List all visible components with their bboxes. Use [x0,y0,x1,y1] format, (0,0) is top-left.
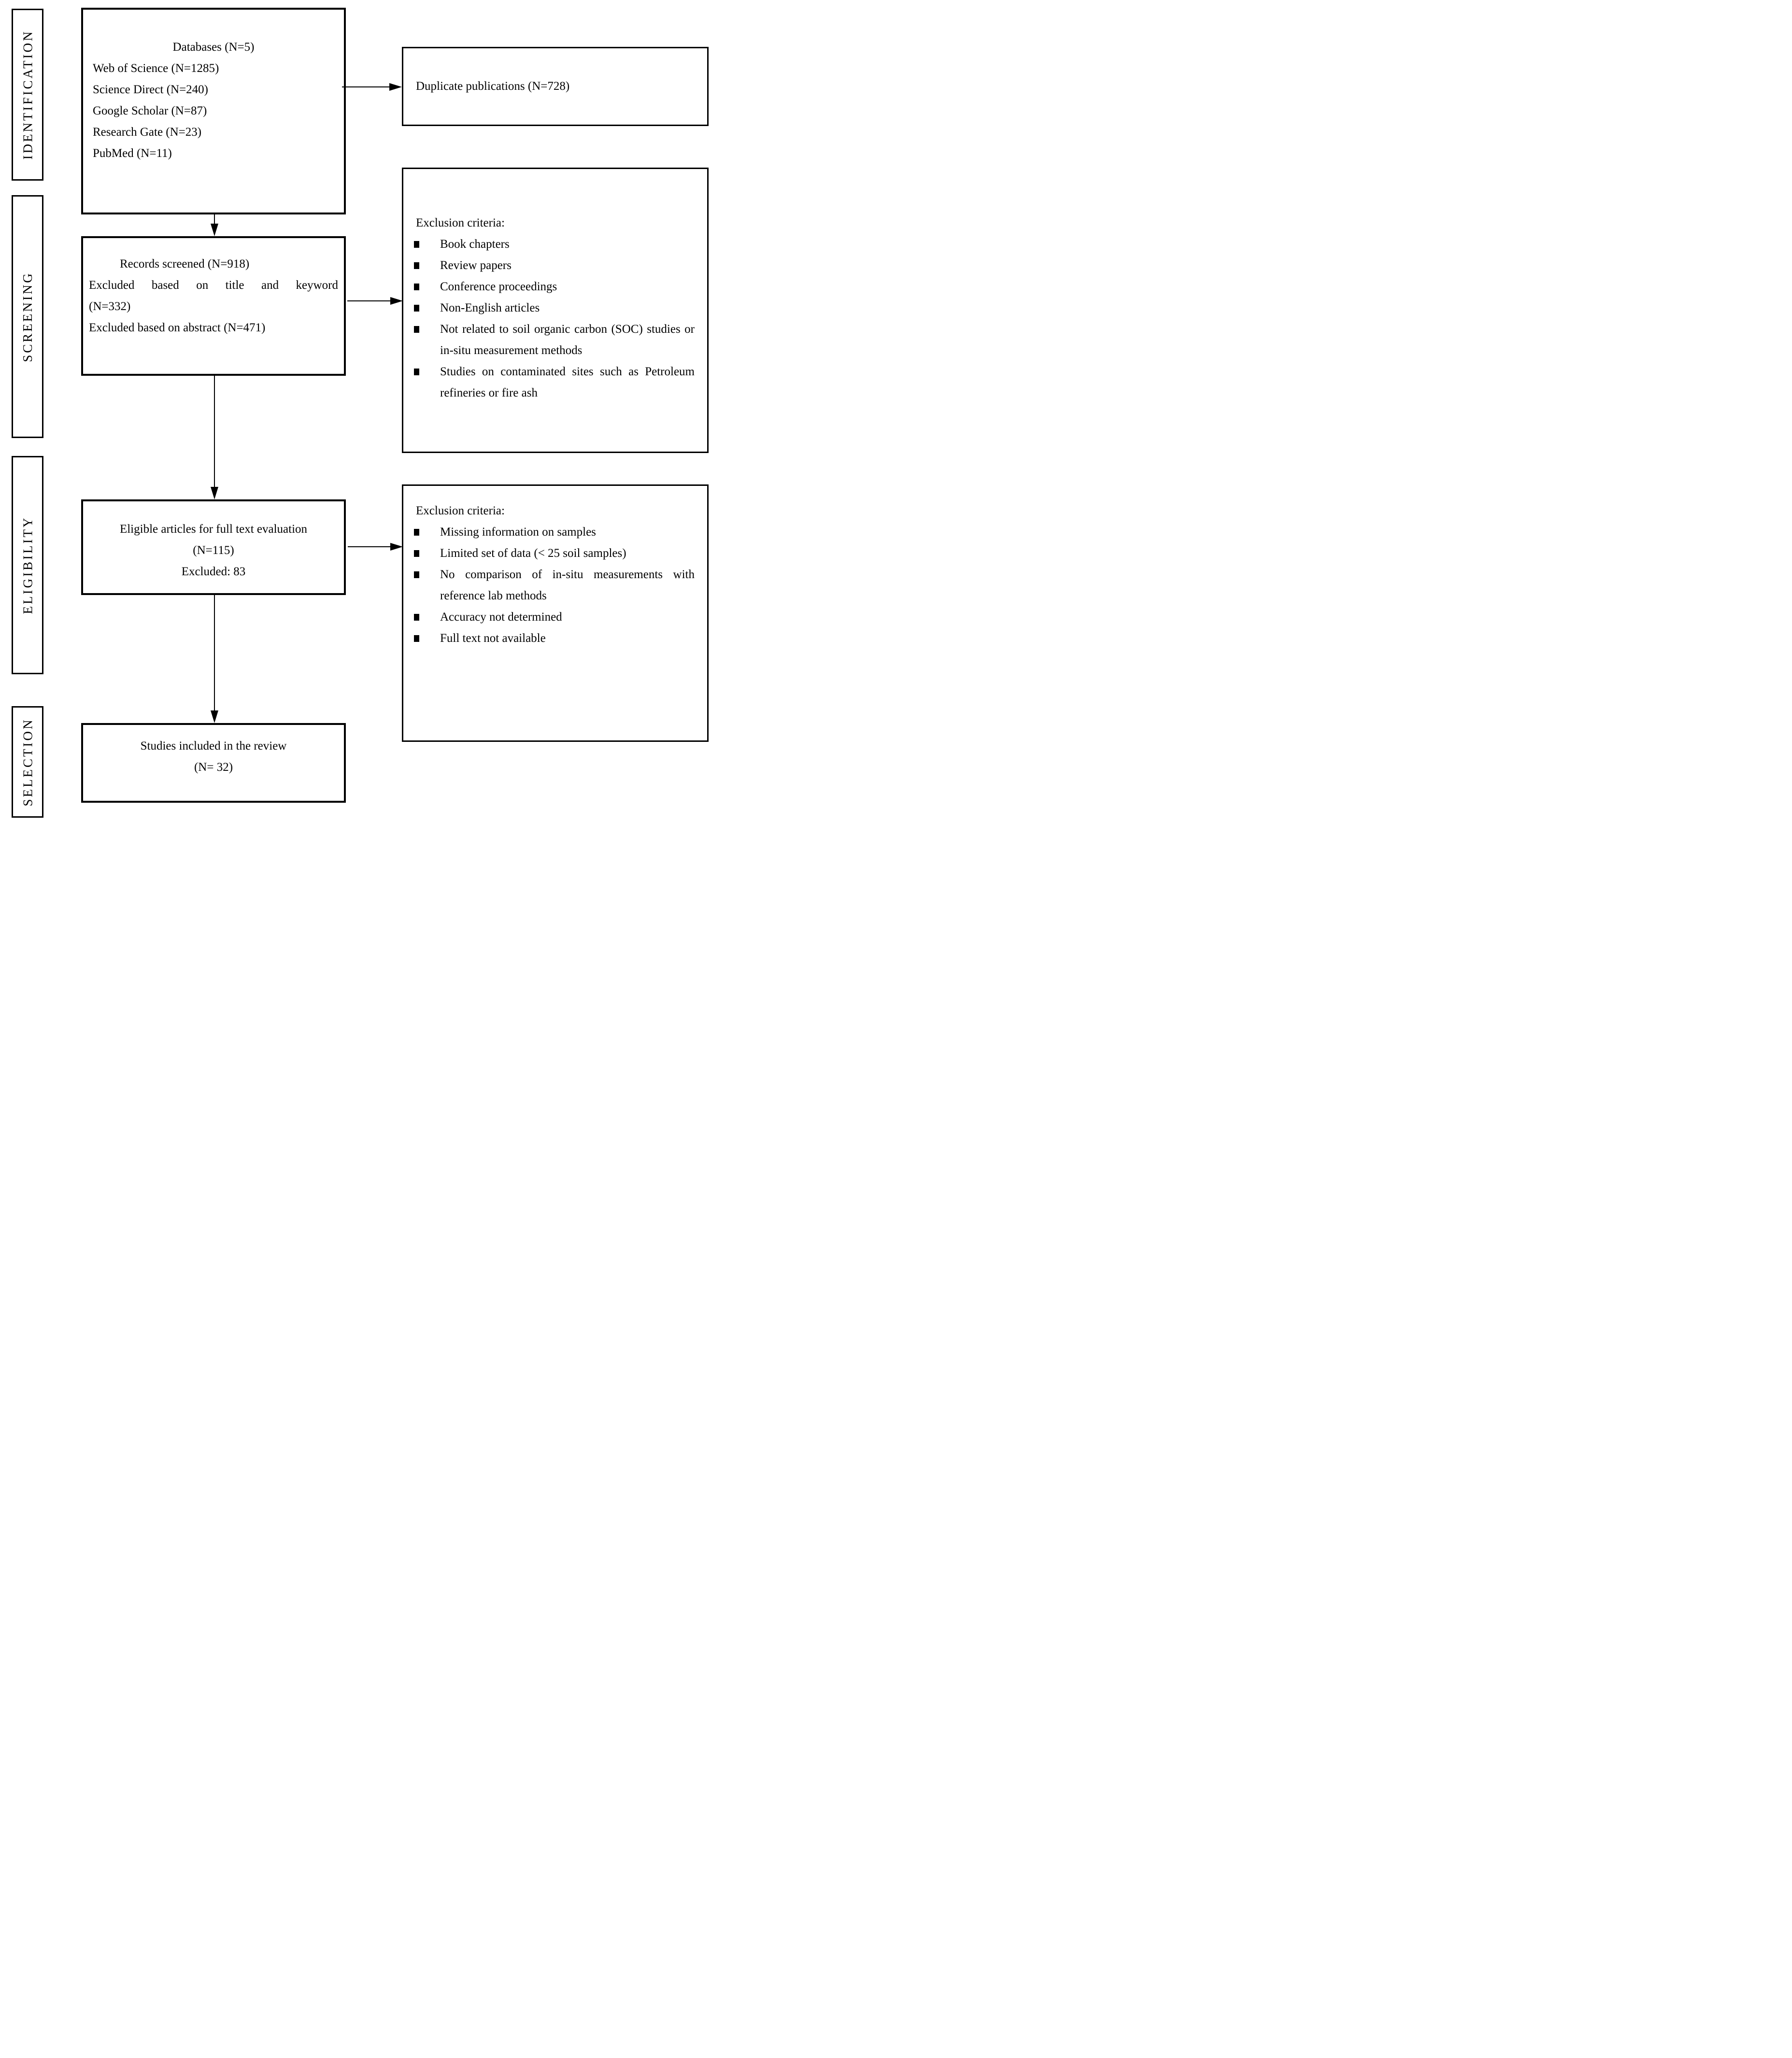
bullet-square-icon [414,241,419,248]
bullet-square-icon [414,529,419,536]
connector-eligible-to-studies [214,595,215,711]
exclusion-item: Accuracy not determined [414,607,695,628]
exclusion-item-text: Full text not available [440,632,546,645]
exclusion-criteria-screening-box: Exclusion criteria: Book chapters Review… [402,168,709,453]
arrowhead-down-icon [211,487,218,499]
exclusion-item-text: Review papers [440,259,512,272]
bullet-square-icon [414,369,419,375]
arrowhead-down-icon [211,224,218,236]
studies-included-box: Studies included in the review (N= 32) [81,723,346,803]
connector-records-to-exclusion1 [347,300,391,301]
bullet-square-icon [414,262,419,269]
exclusion-item: Full text not available [414,628,695,649]
studies-count-line: (N= 32) [194,761,233,774]
stage-box-screening: SCREENING [12,195,43,438]
exclusion-criteria-list: Book chapters Review papers Conference p… [414,234,695,404]
stage-box-eligibility: ELIGIBILITY [12,456,43,674]
exclusion-item: Missing information on samples [414,522,695,543]
studies-included-line: Studies included in the review [140,739,287,752]
database-source: Science Direct (N=240) [93,83,209,96]
bullet-square-icon [414,550,419,557]
arrowhead-right-icon [389,83,402,91]
exclusion-item-text: Not related to soil organic carbon (SOC)… [440,323,695,357]
eligible-articles-box: Eligible articles for full text evaluati… [81,499,346,595]
duplicate-publications-box: Duplicate publications (N=728) [402,47,709,126]
eligible-count-line: (N=115) [193,544,234,557]
stage-label-identification: IDENTIFICATION [20,29,35,160]
database-source: Google Scholar (N=87) [93,104,207,117]
exclusion-criteria-title: Exclusion criteria: [416,504,505,517]
exclusion-item-text: Book chapters [440,238,510,251]
exclusion-item: Conference proceedings [414,276,695,298]
prisma-flow-diagram: IDENTIFICATION SCREENING ELIGIBILITY SEL… [0,0,717,823]
exclusion-item-text: Accuracy not determined [440,610,562,624]
arrowhead-down-icon [211,710,218,723]
exclusion-item: Limited set of data (< 25 soil samples) [414,543,695,564]
connector-databases-to-records [214,214,215,224]
bullet-square-icon [414,635,419,642]
connector-databases-to-duplicates [342,86,390,87]
records-excluded-title-keyword-line: Excluded based on title and keyword [89,279,338,292]
eligible-articles-line: Eligible articles for full text evaluati… [119,523,308,536]
bullet-square-icon [414,571,419,578]
exclusion-item: No comparison of in-situ measurements wi… [414,564,695,607]
eligible-excluded-line: Excluded: 83 [181,565,246,578]
databases-title: Databases (N=5) [172,41,255,54]
exclusion-criteria-eligibility-box: Exclusion criteria: Missing information … [402,484,709,742]
records-excluded-abstract-line: Excluded based on abstract (N=471) [89,321,266,334]
bullet-square-icon [414,284,419,290]
stage-label-selection: SELECTION [20,718,35,806]
records-screened-line: Records screened (N=918) [120,257,250,270]
bullet-square-icon [414,326,419,333]
exclusion-item-text: Conference proceedings [440,280,557,293]
bullet-square-icon [414,614,419,621]
exclusion-item: Non-English articles [414,298,695,319]
exclusion-item-text: Missing information on samples [440,525,596,539]
stage-box-identification: IDENTIFICATION [12,9,43,181]
duplicate-publications-text: Duplicate publications (N=728) [416,80,570,93]
records-excluded-count-line: (N=332) [89,300,131,313]
stage-box-selection: SELECTION [12,706,43,818]
arrowhead-right-icon [390,297,403,305]
exclusion-item: Book chapters [414,234,695,255]
exclusion-item-text: Studies on contaminated sites such as Pe… [440,365,695,399]
stage-label-eligibility: ELIGIBILITY [20,516,35,614]
connector-records-to-eligible [214,376,215,487]
bullet-square-icon [414,305,419,312]
database-source: Web of Science (N=1285) [93,62,219,75]
stage-label-screening: SCREENING [20,271,35,362]
exclusion-item: Studies on contaminated sites such as Pe… [414,361,695,404]
database-source: PubMed (N=11) [93,147,172,160]
exclusion-item-text: Limited set of data (< 25 soil samples) [440,547,626,560]
arrowhead-right-icon [390,543,403,551]
exclusion-item: Not related to soil organic carbon (SOC)… [414,319,695,361]
connector-eligible-to-exclusion2 [348,546,391,547]
exclusion-item-text: Non-English articles [440,301,540,314]
databases-box: Databases (N=5) Web of Science (N=1285) … [81,8,346,214]
exclusion-item: Review papers [414,255,695,276]
database-source: Research Gate (N=23) [93,126,202,139]
exclusion-criteria-title: Exclusion criteria: [416,216,505,229]
exclusion-criteria-list: Missing information on samples Limited s… [414,522,695,649]
exclusion-item-text: No comparison of in-situ measurements wi… [440,568,695,602]
records-screened-box: Records screened (N=918) Excluded based … [81,236,346,376]
